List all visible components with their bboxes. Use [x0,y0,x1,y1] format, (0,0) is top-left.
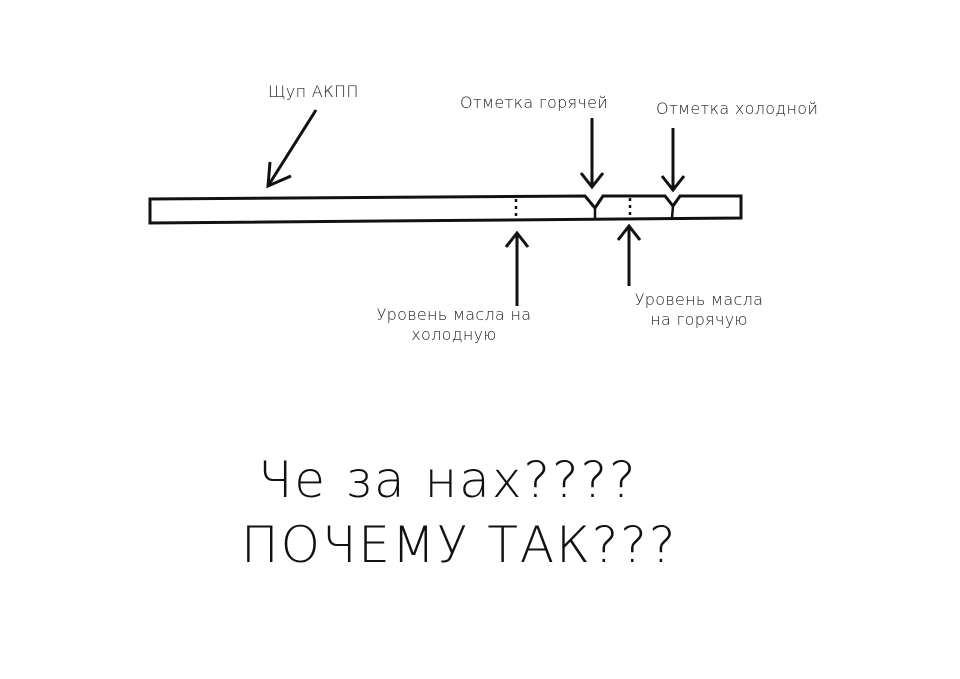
cold-level-arrow [504,230,530,306]
hot-mark-arrow [579,118,605,190]
dipstick-arrow [266,109,318,189]
hot-level-arrow [616,223,642,286]
hot-level-label-line1: Уровень масла [634,290,764,309]
cold-level-label: Уровень масла на холодную [358,305,550,345]
cold-mark-label: Отметка холодной [656,99,819,118]
hot-level-label-line2: на горячую [650,310,748,329]
cold-mark-arrow [660,128,686,193]
caption-line-2: ПОЧЕМУ ТАК??? [241,516,678,574]
caption-line-1: Че за нах???? [258,451,638,509]
cold-notch [670,205,675,219]
dipstick-label: Щуп АКПП [268,82,359,101]
hot-level-label: Уровень масла на горячую [616,290,782,330]
hot-mark-label: Отметка горячей [460,93,609,112]
cold-level-label-line2: холодную [411,325,497,344]
dipstick-body [148,194,743,225]
cold-level-label-line1: Уровень масла на [376,305,532,324]
